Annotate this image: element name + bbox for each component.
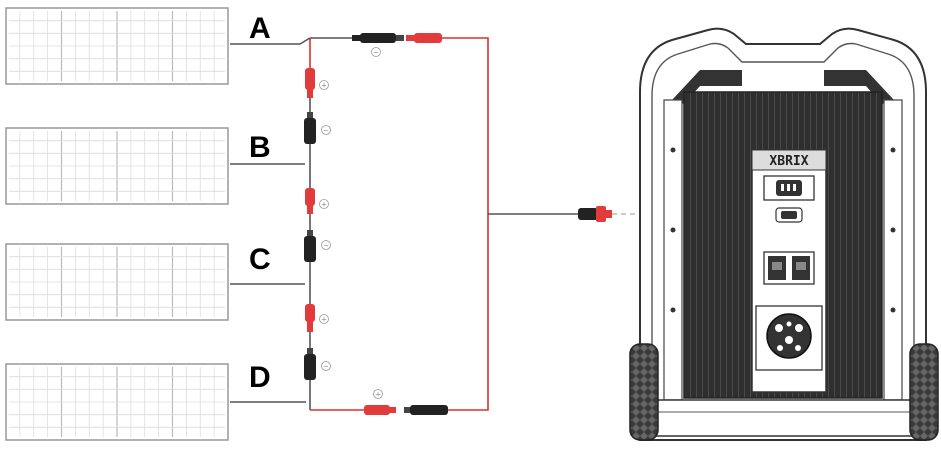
series-wires <box>309 37 690 411</box>
rail-right <box>883 99 903 401</box>
wheel-left <box>629 343 659 441</box>
mark-plus-1: + <box>319 80 329 90</box>
brand-logo: XBRIX <box>769 154 808 169</box>
wheel-right <box>909 343 939 441</box>
mc4-b-negative <box>304 112 316 144</box>
polarity-marks: − + − + − + − + <box>319 47 383 399</box>
mc4-top-extension <box>406 33 442 43</box>
svg-text:−: − <box>323 127 329 135</box>
solar-panel-d <box>5 363 229 441</box>
station-base <box>651 399 915 437</box>
mc4-a-positive <box>305 68 315 98</box>
svg-text:+: + <box>321 201 327 209</box>
mark-plus-3: + <box>319 314 329 324</box>
solar-panel-c <box>5 243 229 321</box>
mark-top-negative: − <box>371 47 381 57</box>
mark-plus-2: + <box>319 199 329 209</box>
solar-panel-b <box>5 127 229 205</box>
panel-label-a: A <box>249 12 271 45</box>
mc4-bottom-positive <box>364 405 396 415</box>
mark-minus-3: − <box>321 361 331 371</box>
extension-top <box>440 37 489 411</box>
lead-a <box>230 37 311 45</box>
panel-leads <box>230 37 311 403</box>
panel-label-b: B <box>249 131 271 164</box>
svg-text:−: − <box>323 363 329 371</box>
mc4-b-positive <box>305 188 315 214</box>
svg-text:+: + <box>321 316 327 324</box>
output-connector <box>578 206 612 222</box>
rail-left <box>663 99 683 401</box>
mark-minus-1: − <box>321 125 331 135</box>
mc4-top-negative <box>352 33 404 43</box>
mc4-c-negative <box>304 230 316 262</box>
power-station: XBRIX <box>629 27 939 441</box>
mc4-bottom-extension <box>404 405 448 415</box>
svg-text:+: + <box>321 82 327 90</box>
svg-text:−: − <box>323 242 329 250</box>
mc4-c-positive <box>305 304 315 332</box>
svg-text:+: + <box>375 391 381 399</box>
solar-panel-a <box>5 7 229 85</box>
mc4-d-negative <box>304 348 316 380</box>
rail-screws <box>670 147 896 313</box>
panel-label-c: C <box>249 243 271 276</box>
mark-bottom-positive: + <box>373 389 383 399</box>
station-frame-inner <box>651 42 915 436</box>
svg-text:−: − <box>373 49 379 57</box>
mark-minus-2: − <box>321 240 331 250</box>
panel-label-d: D <box>249 361 271 394</box>
